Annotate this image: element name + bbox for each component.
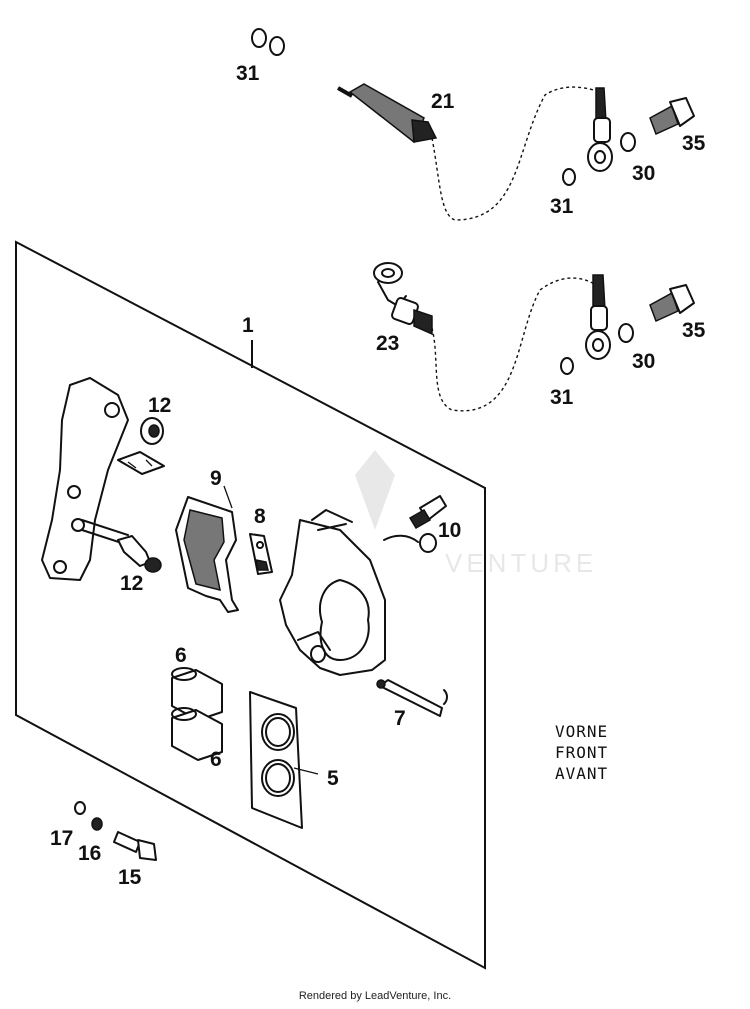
- washer-30-lower: [618, 323, 634, 343]
- label-12-top: 12: [148, 394, 171, 417]
- label-7: 7: [394, 707, 406, 730]
- washer-31-upper: [562, 168, 576, 186]
- label-35-top: 35: [682, 132, 706, 155]
- label-12-bot: 12: [120, 572, 143, 595]
- brake-pad-9: [175, 485, 239, 613]
- banjo-fitting-lower: [585, 274, 611, 360]
- label-21: 21: [431, 90, 455, 113]
- washer-17: [74, 801, 86, 815]
- watermark-text: VENTURE: [445, 548, 597, 578]
- boot-12-upper: [140, 417, 164, 445]
- label-16: 16: [78, 842, 101, 865]
- label-31-b: 31: [550, 386, 574, 409]
- banjo-bolt-35-upper: [649, 97, 695, 136]
- label-23: 23: [376, 332, 399, 355]
- washer-pair-31-top: [251, 28, 285, 56]
- label-17: 17: [50, 827, 73, 850]
- seal-kit-5: [249, 691, 319, 829]
- label-31-a: 31: [550, 195, 574, 218]
- label-9: 9: [210, 467, 222, 490]
- caliper-body: [279, 509, 386, 676]
- caliper-assembly-panel: [15, 240, 486, 970]
- label-10: 10: [438, 519, 461, 542]
- banjo-fitting-23: [373, 262, 433, 336]
- label-8: 8: [254, 505, 266, 528]
- caliper-bracket: [41, 377, 129, 581]
- washer-30-upper: [620, 132, 636, 152]
- hose-sleeve-21: [337, 83, 438, 144]
- label-6-bot: 6: [210, 748, 222, 771]
- pin-7: [376, 679, 448, 717]
- label-35-mid: 35: [682, 319, 706, 342]
- banjo-fitting-upper: [587, 87, 613, 172]
- label-1: 1: [242, 314, 254, 337]
- direction-avant: AVANT: [555, 764, 608, 783]
- pad-retainer-8: [249, 533, 273, 575]
- direction-vorne: VORNE: [555, 722, 608, 741]
- brake-line-upper: [431, 86, 601, 221]
- piston-6-bottom: [171, 707, 223, 761]
- label-5: 5: [327, 767, 339, 790]
- label-30-top: 30: [632, 162, 655, 185]
- label-30-mid: 30: [632, 350, 655, 373]
- label-31-top: 31: [236, 62, 260, 85]
- washer-31-lower: [560, 357, 574, 375]
- label-6-top: 6: [175, 644, 187, 667]
- watermark: VENTURE: [355, 450, 597, 578]
- guide-pin-12-lower: [117, 535, 162, 573]
- brake-line-lower: [431, 277, 597, 412]
- bolt-15: [113, 831, 157, 861]
- direction-front: FRONT: [555, 743, 608, 762]
- bleed-valve-10: [383, 495, 447, 553]
- footer-credit: Rendered by LeadVenture, Inc.: [298, 990, 452, 1002]
- washer-16: [91, 817, 103, 831]
- banjo-bolt-35-lower: [649, 284, 695, 323]
- pad-spring-clip: [117, 451, 165, 475]
- label-15: 15: [118, 866, 142, 889]
